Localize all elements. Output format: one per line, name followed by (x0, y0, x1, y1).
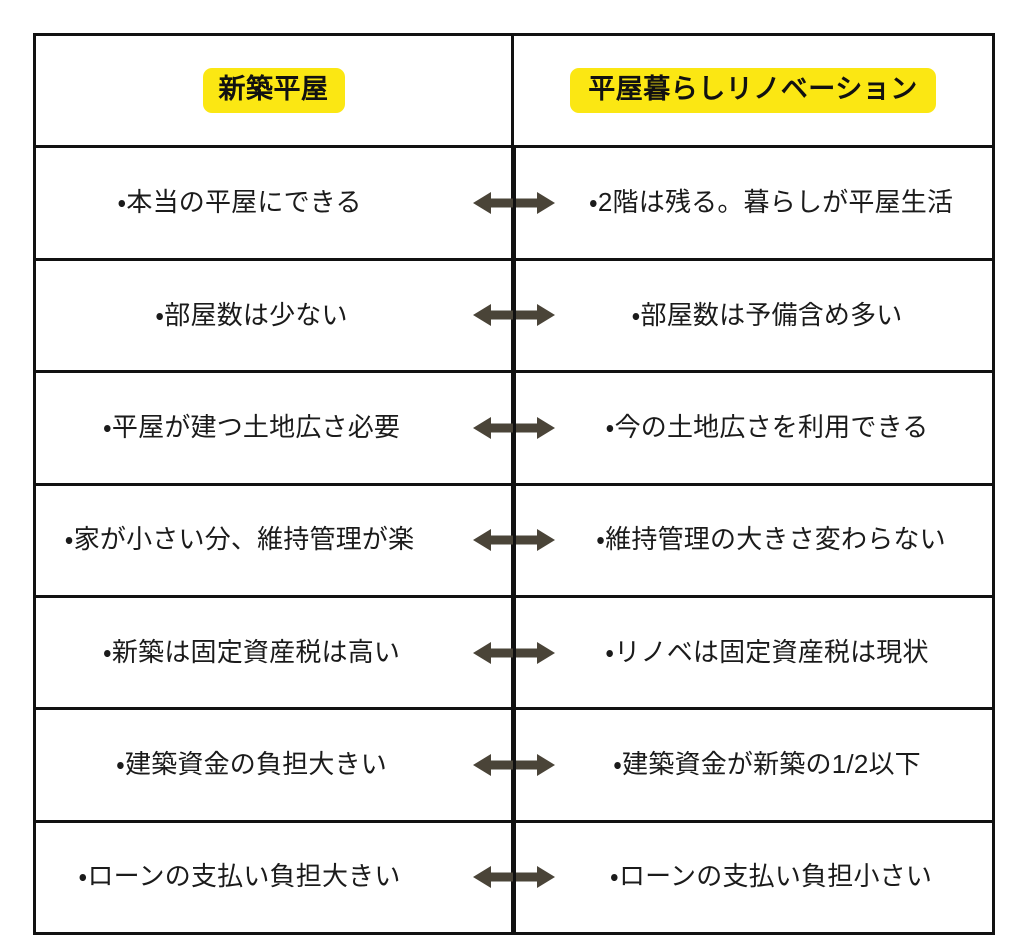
row-2-text-right: ・部屋数は予備含め多い (631, 299, 903, 330)
header-cell-right: 平屋暮らしリノベーション (514, 36, 992, 145)
row-7-text-right: ・ローンの支払い負担小さい (609, 861, 933, 892)
table-row: ・家が小さい分、維持管理が楽 ・維持管理の大きさ変わらない (36, 485, 992, 598)
row-4-cell-right: ・維持管理の大きさ変わらない (514, 486, 992, 595)
row-7-text-left: ・ローンの支払い負担大きい (78, 861, 401, 892)
row-2-cell-left: ・部屋数は少ない (36, 260, 514, 371)
row-4-text-right: ・維持管理の大きさ変わらない (596, 524, 946, 555)
header-badge-renovation: 平屋暮らしリノベーション (570, 68, 936, 114)
row-3-text-right: ・今の土地広さを利用できる (605, 411, 929, 442)
row-2-text-left: ・部屋数は少ない (155, 299, 348, 330)
row-6-cell-left: ・建築資金の負担大きい (36, 710, 514, 820)
row-5-cell-left: ・新築は固定資産税は高い (36, 597, 514, 708)
row-5-text-left: ・新築は固定資産税は高い (102, 636, 401, 667)
table-row: ・新築は固定資産税は高い ・リノベは固定資産税は現状 (36, 597, 992, 711)
table-header-row: 新築平屋 平屋暮らしリノベーション (36, 36, 992, 149)
row-5-text-right: ・リノベは固定資産税は現状 (605, 636, 929, 667)
header-badge-new-build: 新築平屋 (202, 68, 345, 114)
row-6-cell-right: ・建築資金が新築の1/2以下 (514, 710, 992, 819)
comparison-table: 新築平屋 平屋暮らしリノベーション ・本当の平屋にできる ・2階は残る。暮らしが… (33, 33, 995, 935)
row-4-text-left: ・家が小さい分、維持管理が楽 (64, 524, 415, 555)
row-1-cell-left: ・本当の平屋にできる (36, 148, 514, 258)
row-5-cell-right: ・リノベは固定資産税は現状 (514, 598, 992, 707)
row-3-cell-right: ・今の土地広さを利用できる (514, 373, 992, 482)
table-row: ・建築資金の負担大きい ・建築資金が新築の1/2以下 (36, 710, 992, 823)
table-row: ・本当の平屋にできる ・2階は残る。暮らしが平屋生活 (36, 148, 992, 261)
row-7-cell-left: ・ローンの支払い負担大きい (36, 822, 514, 932)
row-2-cell-right: ・部屋数は予備含め多い (514, 261, 992, 370)
table-row: ・ローンの支払い負担大きい ・ローンの支払い負担小さい (36, 822, 992, 932)
row-3-cell-left: ・平屋が建つ土地広さ必要 (36, 373, 514, 483)
row-4-cell-left: ・家が小さい分、維持管理が楽 (36, 485, 514, 595)
table-row: ・平屋が建つ土地広さ必要 ・今の土地広さを利用できる (36, 373, 992, 486)
row-6-text-right: ・建築資金が新築の1/2以下 (613, 749, 921, 780)
row-7-cell-right: ・ローンの支払い負担小さい (514, 823, 992, 932)
row-1-text-right: ・2階は残る。暮らしが平屋生活 (588, 187, 954, 218)
row-6-text-left: ・建築資金の負担大きい (115, 749, 388, 780)
header-cell-left: 新築平屋 (36, 36, 514, 146)
row-1-cell-right: ・2階は残る。暮らしが平屋生活 (514, 148, 992, 257)
row-1-text-left: ・本当の平屋にできる (117, 187, 362, 218)
row-3-text-left: ・平屋が建つ土地広さ必要 (102, 411, 401, 442)
table-row: ・部屋数は少ない ・部屋数は予備含め多い (36, 260, 992, 374)
